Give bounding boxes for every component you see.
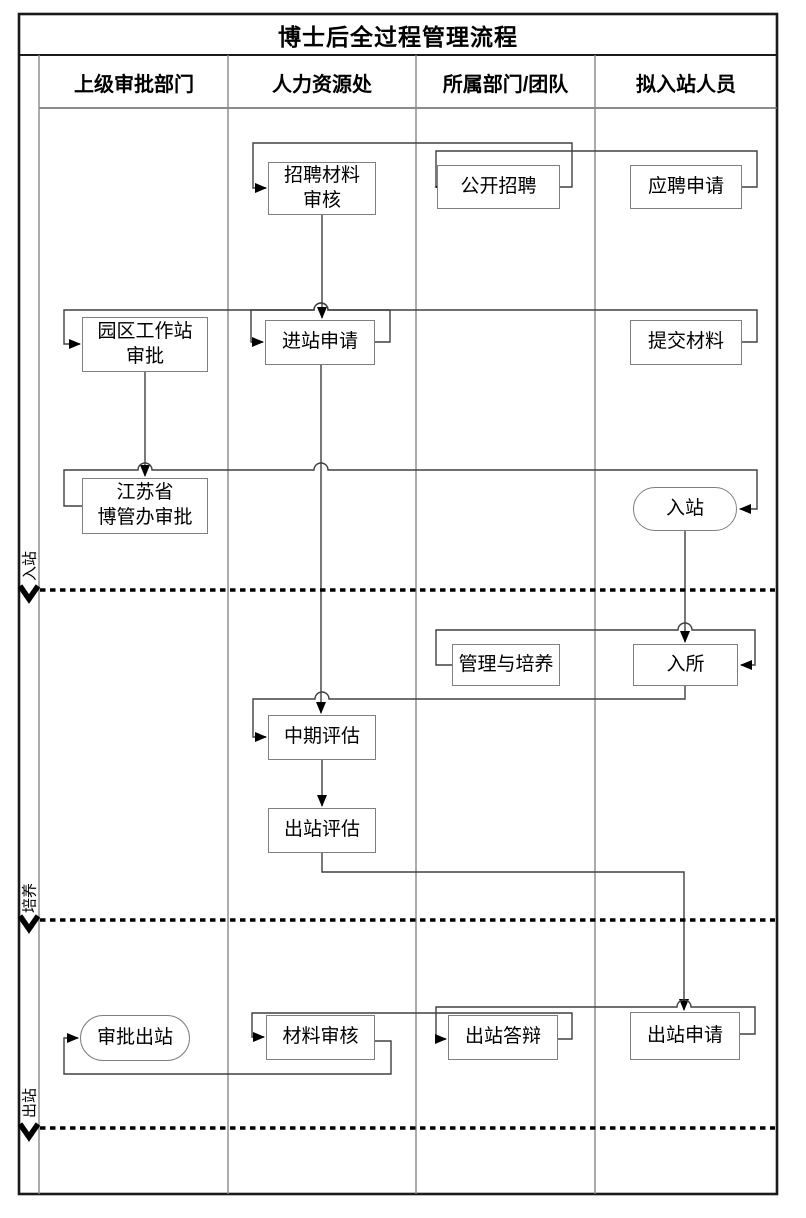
node-entry-application: 进站申请 xyxy=(265,320,375,365)
node-submit-materials: 提交材料 xyxy=(630,320,742,365)
lane-header-department-team: 所属部门/团队 xyxy=(442,73,569,96)
lane-header-candidate: 拟入站人员 xyxy=(636,73,736,96)
node-recruit-material-review: 招聘材料 审核 xyxy=(268,162,376,215)
diagram-title: 博士后全过程管理流程 xyxy=(278,24,518,50)
swimlane-grid xyxy=(17,12,779,1196)
node-exit-application: 出站申请 xyxy=(630,1012,740,1060)
node-exit-evaluation: 出站评估 xyxy=(268,808,376,853)
node-application: 应聘申请 xyxy=(630,165,742,209)
node-exit-defense: 出站答辩 xyxy=(448,1015,558,1060)
phase-chevron-icon xyxy=(17,914,41,934)
connectors xyxy=(63,142,758,1075)
node-management-cultivation: 管理与培养 xyxy=(452,644,560,686)
node-midterm-evaluation: 中期评估 xyxy=(268,715,376,760)
node-jiangsu-approval: 江苏省 博管办审批 xyxy=(82,478,208,534)
phase-dividers xyxy=(17,584,775,1142)
phase-chevron-icon xyxy=(17,1122,41,1142)
node-enter-station: 入站 xyxy=(633,487,737,531)
phase-label-entry: 入站 xyxy=(21,550,39,582)
lane-header-hr: 人力资源处 xyxy=(272,73,372,96)
node-open-recruitment: 公开招聘 xyxy=(437,165,560,209)
phase-label-exit: 出站 xyxy=(21,1087,39,1119)
phase-chevron-icon xyxy=(17,584,41,604)
node-material-review: 材料审核 xyxy=(266,1015,375,1060)
node-park-station-approval: 园区工作站 审批 xyxy=(82,317,208,372)
node-enter-institute: 入所 xyxy=(633,644,738,686)
node-exit-approval: 审批出站 xyxy=(80,1015,190,1061)
lane-header-superior-approval: 上级审批部门 xyxy=(74,73,194,96)
phase-label-cultivation: 培养 xyxy=(21,882,39,914)
